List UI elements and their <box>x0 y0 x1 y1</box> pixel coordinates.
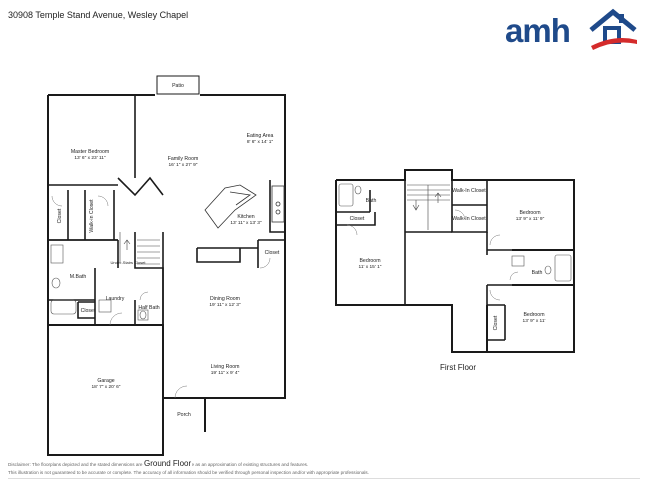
eating-area-label: Eating Area <box>247 133 274 139</box>
walkin-closet-2-label: Walk-In Closet <box>452 216 486 222</box>
walkin-closet-label: Walk-in Closet <box>89 199 95 233</box>
kitchen-label: Kitchen <box>237 214 254 220</box>
property-address: 30908 Temple Stand Avenue, Wesley Chapel <box>8 10 189 20</box>
closet-kitchen-label: Closet <box>265 250 280 256</box>
master-bedroom-label: Master Bedroom <box>71 149 109 155</box>
first-bedroom-top-right-label: Bedroom <box>519 210 540 216</box>
ground-fixtures <box>50 244 149 321</box>
first-fixtures <box>338 183 572 282</box>
porch-label: Porch <box>177 412 191 418</box>
first-stairs <box>407 184 450 230</box>
master-bedroom-dim: 13' 6" x 23' 11" <box>74 155 106 161</box>
disclaimer-line-2: This illustration is not guaranteed to b… <box>8 470 369 475</box>
house-roof-icon <box>589 8 637 50</box>
first-closet-right-label: Closet <box>493 315 499 330</box>
first-bath-top-label: Bath <box>366 198 377 204</box>
closet-left-label: Closet <box>57 208 63 223</box>
kitchen-dim: 13' 11" x 13' 3" <box>230 220 262 226</box>
first-door-swings <box>346 209 519 301</box>
walkin-closet-1-label: Walk-In Closet <box>452 188 486 194</box>
first-bedroom-top-right-dim: 13' 9" x 11' 9" <box>516 216 545 222</box>
dining-room-dim: 19' 11" x 12' 3" <box>209 302 241 308</box>
laundry-label: Laundry <box>106 296 125 302</box>
under-stairs-label: Under-Stairs Closet <box>111 260 147 265</box>
door-swings <box>51 195 271 399</box>
first-bath-right-label: Bath <box>532 270 543 276</box>
ground-floor-label: Ground Floor <box>143 459 193 468</box>
closet-mbath-label: Closet <box>81 308 96 314</box>
logo-wordmark: amh <box>505 12 571 49</box>
amh-logo: amh <box>505 8 640 52</box>
first-bedroom-left-label: Bedroom <box>359 258 380 264</box>
half-bath-label: Half Bath <box>138 305 159 311</box>
kitchen-counters <box>204 184 285 229</box>
garage-dim: 18' 7" x 20' 6" <box>92 384 121 390</box>
dining-room-label: Dining Room <box>210 296 240 302</box>
patio-label: Patio <box>172 83 184 89</box>
family-room-dim: 16' 1" x 27' 9" <box>169 162 198 168</box>
living-room-label: Living Room <box>211 364 240 370</box>
ground-floor-walls <box>47 75 286 456</box>
ground-floor-interior-walls <box>48 95 285 326</box>
mbath-label: M.Bath <box>70 274 87 280</box>
first-bedroom-bottom-right-label: Bedroom <box>523 312 544 318</box>
first-floor-label: First Floor <box>440 363 476 372</box>
garage-label: Garage <box>97 378 114 384</box>
first-bedroom-bottom-right-dim: 13' 9" x 11' <box>523 318 546 324</box>
first-floor-interior-walls <box>335 180 574 352</box>
living-room-dim: 19' 11" x 9' 4" <box>211 370 240 376</box>
footer-divider <box>8 478 640 479</box>
ground-stairs <box>119 232 160 265</box>
eating-area-dim: 8' 6" x 14' 1" <box>247 139 274 145</box>
family-room-label: Family Room <box>168 156 199 162</box>
first-closet-left-label: Closet <box>350 216 365 222</box>
first-bedroom-left-dim: 11' x 15' 1" <box>359 264 382 270</box>
